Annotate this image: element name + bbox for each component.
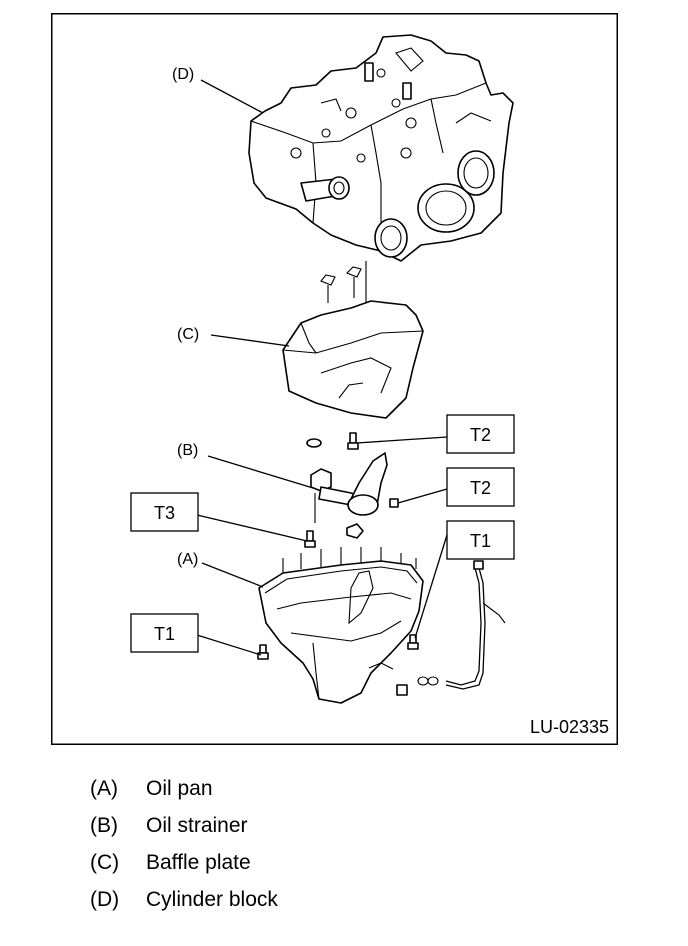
nut	[346, 523, 364, 539]
callout-c: (C)	[177, 326, 199, 343]
diagram-canvas: (D) (C) (B) (A) T2 T2 T3 T1 T1 LU-02335	[51, 13, 618, 745]
oil-strainer-drawing	[304, 452, 399, 548]
legend-key: (D)	[90, 888, 120, 911]
bolt-upper	[347, 432, 359, 450]
svg-text:T2: T2	[470, 478, 491, 498]
callout-d: (D)	[172, 66, 194, 83]
torque-tag-t1-left: T1	[130, 613, 199, 653]
svg-text:T3: T3	[154, 503, 175, 523]
legend-key: (C)	[90, 851, 120, 874]
drain-plug	[396, 684, 408, 696]
svg-text:T1: T1	[470, 531, 491, 551]
figure-frame	[51, 13, 618, 745]
o-ring-upper	[306, 438, 322, 448]
bolt-pan-right	[407, 634, 419, 650]
legend-text: Oil pan	[146, 777, 213, 800]
bolt-t3	[304, 530, 316, 548]
legend-text: Oil strainer	[146, 814, 248, 837]
baffle-plate-drawing	[282, 266, 424, 419]
exploded-diagram: (D) (C) (B) (A) T2 T2 T3 T1 T1 LU-02335	[51, 13, 618, 745]
figure-code: LU-02335	[530, 717, 609, 737]
legend-key: (B)	[90, 814, 118, 837]
torque-tag-t2-upper: T2	[446, 414, 515, 454]
cylinder-block-drawing	[248, 34, 514, 262]
callout-a: (A)	[177, 551, 198, 568]
legend-key: (A)	[90, 777, 118, 800]
bolt-pan-left	[257, 644, 269, 660]
torque-tag-t2-lower: T2	[446, 467, 515, 507]
torque-tag-t3: T3	[130, 492, 199, 532]
legend-text: Cylinder block	[146, 888, 278, 911]
legend-text: Baffle plate	[146, 851, 251, 874]
svg-text:T2: T2	[470, 425, 491, 445]
svg-text:T1: T1	[154, 624, 175, 644]
torque-tag-t1-right: T1	[446, 520, 515, 560]
callout-b: (B)	[177, 442, 198, 459]
oil-pan-drawing	[257, 547, 439, 704]
level-gauge-tube	[445, 560, 506, 690]
